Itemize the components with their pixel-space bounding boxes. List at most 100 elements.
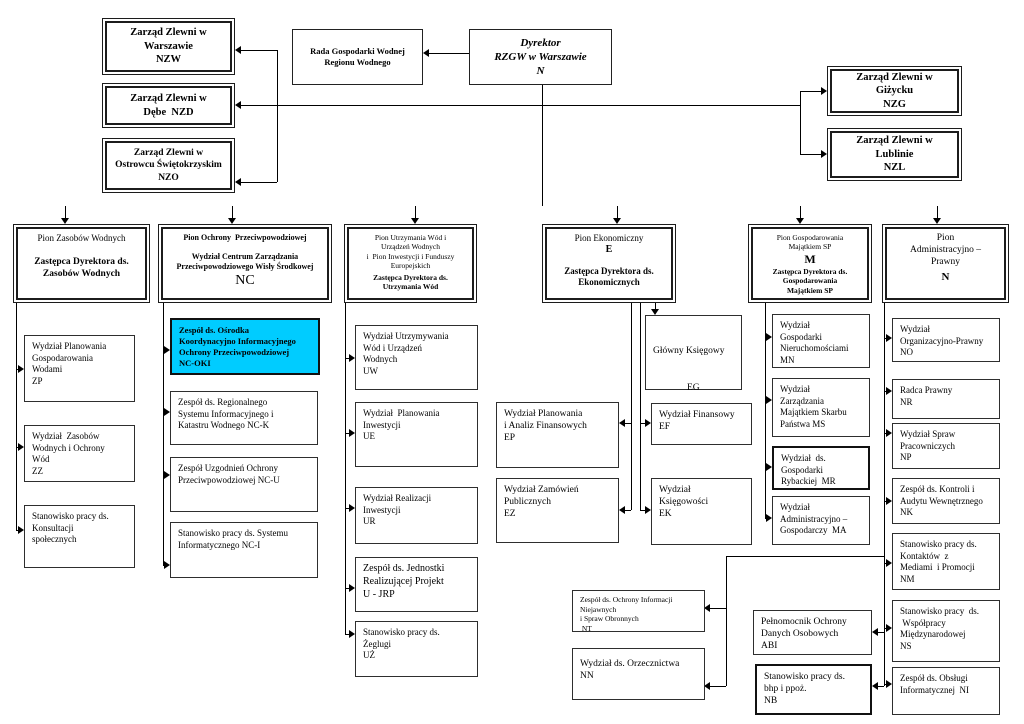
unit-ef: Wydział Finansowy EF	[651, 403, 752, 445]
connector-arrow-r	[18, 365, 24, 373]
connector-line-h	[884, 628, 887, 629]
connector-line-v	[800, 91, 801, 154]
unit-nc-k: Zespół ds. Regionalnego Systemu Informac…	[170, 391, 318, 445]
unit-zp: Wydział Planowania Gospodarowania Wodami…	[24, 335, 135, 402]
unit-nk: Zespół ds. Kontroli i Audytu Wewnętrzneg…	[892, 478, 1000, 524]
pion-title: Pion Utrzymania Wód i Urządzeń Wodnych i…	[366, 233, 455, 271]
unit-ur: Wydział Realizacji Inwestycji UR	[355, 487, 478, 544]
connector-arrow-r	[164, 561, 170, 569]
connector-line-v	[640, 303, 641, 510]
unit-nc-u: Zespół Uzgodnień Ochrony Przeciwpowodzio…	[170, 457, 318, 512]
pion-header-utrzymanie-wod: Pion Utrzymania Wód i Urządzeń Wodnych i…	[344, 224, 477, 303]
unit-ma: Wydział Administracyjno – Gospodarczy MA	[772, 496, 870, 545]
connector-arrow-d	[933, 218, 941, 224]
unit-ns: Stanowisko pracy ds. Współpracy Międzyna…	[892, 600, 1000, 662]
unit-mn: Wydział Gospodarki Nieruchomościami MN	[772, 314, 870, 368]
unit-ue: Wydział Planowania Inwestycji UE	[355, 402, 478, 467]
connector-arrow-r	[886, 680, 892, 688]
unit-nb-bhp: Stanowisko pracy ds. bhp i ppoż. NB	[755, 664, 872, 715]
connector-line-h	[241, 182, 277, 183]
connector-arrow-r	[766, 514, 772, 522]
connector-arrow-r	[349, 504, 355, 512]
pion-header-ekonomiczny: Pion Ekonomiczny E Zastępca Dyrektora ds…	[542, 224, 676, 303]
connector-line-v	[415, 206, 416, 219]
unit-nc-oki-highlighted: Zespół ds. Ośrodka Koordynacyjno Informa…	[170, 318, 320, 375]
connector-line-v	[655, 303, 656, 310]
connector-arrow-l	[872, 682, 878, 690]
pion-title: Pion Ochrony Przeciwpowodziowej	[183, 233, 307, 242]
connector-arrow-r	[886, 624, 892, 632]
unit-ms: Wydział Zarządzania Majątkiem Skarbu Pań…	[772, 378, 870, 437]
unit-eg-label: Główny Księgowy	[653, 346, 725, 357]
node-zarzad-zlewni-gizycko: Zarząd Zlewni w Giżycku NZG	[827, 66, 962, 116]
pion-subtitle: Zastępca Dyrektora ds. Zasobów Wodnych	[34, 257, 129, 280]
connector-line-h	[726, 556, 884, 557]
unit-nr-radca-prawny: Radca Prawny NR	[892, 379, 1000, 419]
connector-line-h	[16, 369, 19, 370]
pion-header-zasoby-wodne: Pion Zasobów Wodnych Zastępca Dyrektora …	[13, 224, 150, 303]
connector-arrow-r	[886, 387, 892, 395]
connector-line-h	[640, 423, 646, 424]
connector-line-v	[163, 303, 164, 565]
pion-header-gospodarowanie-majatkiem: Pion Gospodarowania Majątkiem SP M Zastę…	[748, 224, 872, 303]
connector-arrow-l	[619, 419, 625, 427]
pion-dept: Wydział Centrum Zarządzania Przeciwpowod…	[176, 252, 314, 271]
connector-line-h	[625, 423, 631, 424]
connector-arrow-r	[766, 463, 772, 471]
pion-subtitle: Zastępca Dyrektora ds. Gospodarowania Ma…	[772, 266, 848, 295]
connector-arrow-l	[619, 506, 625, 514]
connector-arrow-r	[164, 408, 170, 416]
unit-np: Wydział Spraw Pracowniczych NP	[892, 423, 1000, 469]
node-zarzad-zlewni-lublin: Zarząd Zlewni w Lublinie NZL	[827, 128, 962, 181]
connector-line-v	[16, 303, 17, 530]
unit-ep: Wydział Planowania i Analiz Finansowych …	[496, 402, 619, 468]
connector-line-h	[884, 338, 887, 339]
connector-arrow-r	[886, 559, 892, 567]
unit-abi: Pełnomocnik Ochrony Danych Osobowych ABI	[753, 610, 872, 655]
connector-line-v	[800, 206, 801, 219]
connector-line-h	[345, 358, 350, 359]
connector-line-h	[427, 53, 469, 54]
connector-arrow-r	[349, 630, 355, 638]
connector-line-h	[16, 447, 19, 448]
connector-arrow-r	[645, 506, 651, 514]
connector-arrow-d	[411, 218, 419, 224]
connector-arrow-d	[613, 218, 621, 224]
unit-uz-zegluga: Stanowisko pracy ds. Żeglugi UŻ	[355, 621, 478, 677]
connector-line-v	[277, 50, 278, 182]
connector-line-v	[542, 85, 543, 206]
connector-arrow-d	[61, 218, 69, 224]
connector-line-h	[884, 391, 887, 392]
unit-mr: Wydział ds. Gospodarki Rybackiej MR	[772, 446, 870, 490]
unit-ez: Wydział Zamówień Publicznych EZ	[496, 478, 619, 543]
unit-nc-i: Stanowisko pracy ds. Systemu Informatycz…	[170, 522, 318, 578]
connector-arrow-l	[235, 46, 241, 54]
pion-header-ochrona-przeciwpowodziowa: Pion Ochrony Przeciwpowodziowej Wydział …	[158, 224, 332, 303]
connector-line-v	[884, 303, 885, 686]
unit-zz: Wydział Zasobów Wodnych i Ochrony Wód ZZ	[24, 425, 135, 482]
unit-no: Wydział Organizacyjno-Prawny NO	[892, 318, 1000, 362]
node-zarzad-zlewni-warszawa: Zarząd Zlewni w Warszawie NZW	[102, 18, 235, 75]
connector-arrow-r	[886, 429, 892, 437]
connector-arrow-l	[704, 682, 710, 690]
unit-konsultacje-spoleczne: Stanowisko pracy ds. Konsultacji społecz…	[24, 505, 135, 568]
pion-code: N	[941, 270, 950, 283]
node-zarzad-zlewni-ostrowiec: Zarząd Zlewni w Ostrowcu Świętokrzyskim …	[102, 138, 235, 193]
connector-line-h	[345, 433, 350, 434]
pion-header-administracyjno-prawny: Pion Administracyjno – Prawny N	[882, 224, 1009, 303]
connector-line-h	[710, 686, 726, 687]
connector-line-h	[640, 510, 646, 511]
connector-arrow-l	[704, 604, 710, 612]
connector-line-v	[765, 303, 766, 518]
connector-line-h	[877, 686, 884, 687]
unit-nm: Stanowisko pracy ds. Kontaktów z Mediami…	[892, 533, 1000, 590]
connector-line-h	[800, 154, 821, 155]
connector-line-h	[345, 588, 350, 589]
pion-code: NC	[235, 273, 255, 288]
connector-line-h	[710, 608, 726, 609]
connector-line-v	[631, 303, 632, 510]
connector-arrow-l	[872, 628, 878, 636]
connector-arrow-r	[766, 396, 772, 404]
unit-uw: Wydział Utrzymywania Wód i Urządzeń Wodn…	[355, 325, 478, 390]
